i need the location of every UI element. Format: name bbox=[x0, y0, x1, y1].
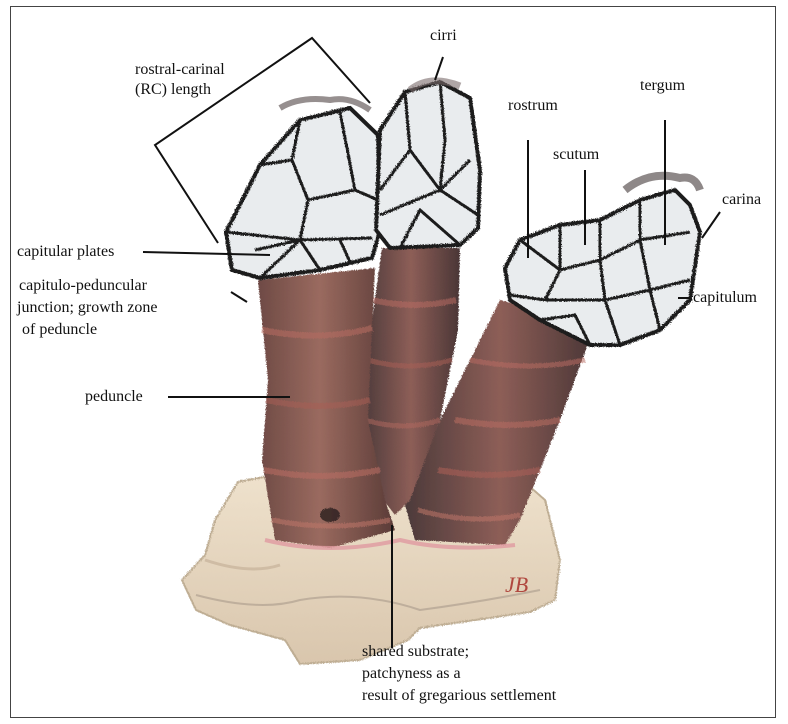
label-shared-substrate-line2: patchyness as a bbox=[362, 664, 461, 683]
label-scutum: scutum bbox=[553, 145, 599, 164]
label-rc-length-line1: rostral-carinal bbox=[135, 60, 225, 79]
label-capitulum: capitulum bbox=[693, 288, 757, 307]
label-carina: carina bbox=[722, 190, 761, 209]
capitulo-peduncular-leader bbox=[231, 292, 247, 302]
label-capitular-plates: capitular plates bbox=[17, 242, 114, 261]
carina-leader bbox=[702, 212, 720, 238]
label-capitulo-peduncular-line2: junction; growth zone bbox=[17, 298, 157, 317]
label-peduncle: peduncle bbox=[85, 387, 143, 406]
middle-capitulum bbox=[376, 81, 480, 248]
label-shared-substrate-line1: shared substrate; bbox=[362, 642, 469, 661]
left-capitulum bbox=[226, 99, 380, 278]
label-capitulo-peduncular-line3: of peduncle bbox=[22, 320, 97, 339]
label-rostrum: rostrum bbox=[508, 96, 558, 115]
cirri-leader bbox=[435, 57, 443, 80]
label-tergum: tergum bbox=[640, 76, 685, 95]
artist-signature: JB bbox=[505, 572, 528, 597]
label-cirri: cirri bbox=[430, 26, 457, 45]
label-rc-length-line2: (RC) length bbox=[135, 80, 211, 99]
label-capitulo-peduncular-line1: capitulo-peduncular bbox=[19, 276, 147, 295]
label-shared-substrate-line3: result of gregarious settlement bbox=[362, 686, 556, 705]
svg-text:JB: JB bbox=[505, 572, 528, 597]
